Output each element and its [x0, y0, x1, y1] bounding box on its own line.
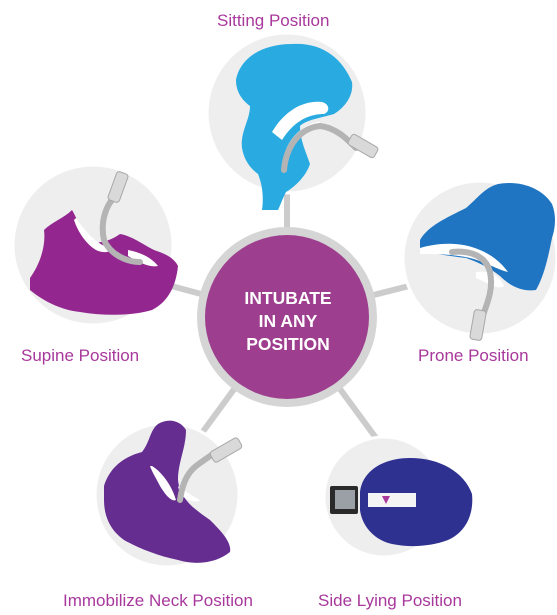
side-lying-scope-icon: [330, 486, 416, 514]
immobilize-neck-node: [93, 420, 243, 569]
side-lying-node: [322, 435, 473, 559]
sitting-position-label: Sitting Position: [217, 11, 330, 30]
prone-scope-icon: [449, 248, 494, 341]
center-title-line-1: INTUBATE: [244, 288, 332, 308]
side-lying-head-icon: [360, 458, 473, 547]
supine-scope-icon: [99, 171, 143, 265]
side-lying-position-label: Side Lying Position: [318, 591, 462, 610]
prone-node: [401, 179, 557, 341]
center-title-line-3: POSITION: [246, 334, 330, 354]
supine-position-label: Supine Position: [21, 346, 140, 365]
sitting-scope-icon: [281, 122, 379, 173]
center-node: [197, 227, 377, 407]
immobilize-neck-position-label: Immobilize Neck Position: [63, 591, 253, 610]
center-circle: [205, 235, 369, 399]
sitting-node: [205, 31, 379, 211]
immobilize-neck-scope-icon: [177, 437, 243, 503]
supine-node: [11, 163, 178, 327]
center-title: INTUBATE IN ANY POSITION: [213, 287, 363, 356]
center-title-line-2: IN ANY: [258, 311, 318, 331]
prone-position-label: Prone Position: [418, 346, 529, 365]
